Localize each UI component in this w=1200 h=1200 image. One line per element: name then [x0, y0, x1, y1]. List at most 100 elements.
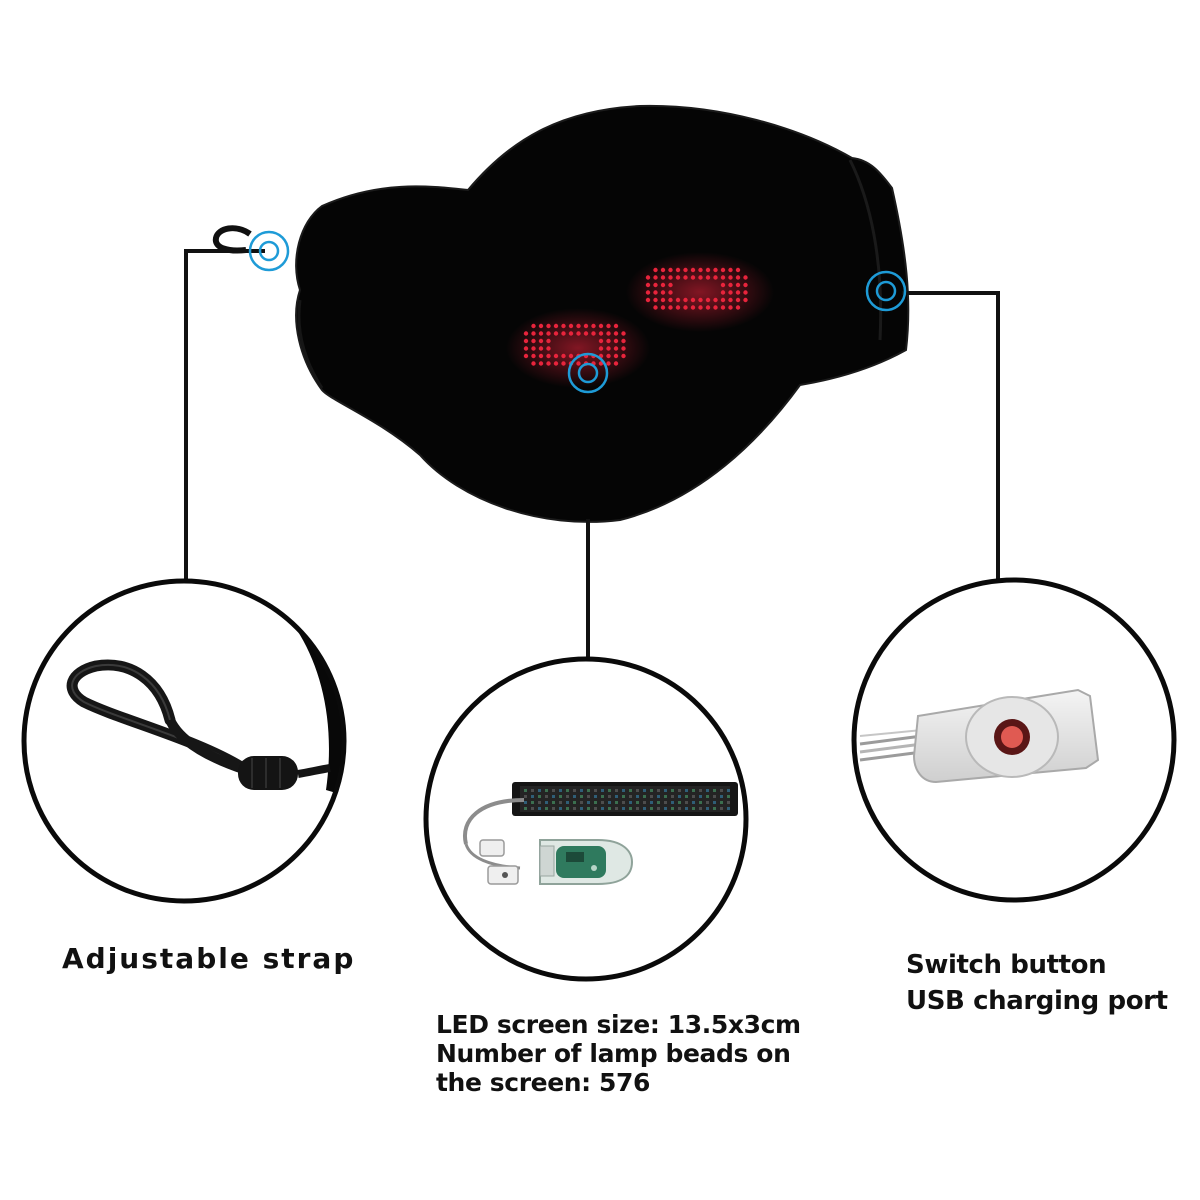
led-dot: [690, 297, 696, 303]
led-dot: [720, 267, 726, 273]
strip-led: [580, 789, 583, 792]
strip-led: [545, 789, 548, 792]
led-dot: [591, 323, 596, 329]
mask-seam: [297, 299, 324, 389]
led-dot: [668, 290, 673, 295]
led-dot: [668, 297, 673, 303]
strip-led: [559, 807, 562, 810]
strip-led: [664, 801, 667, 804]
strip-led: [706, 807, 709, 810]
strip-led: [552, 807, 555, 810]
strip-led: [622, 789, 625, 792]
target-marker-icon: [567, 352, 609, 394]
leader-line-strap: [184, 249, 265, 582]
led-dot: [735, 290, 741, 295]
strip-led: [678, 801, 681, 804]
strip-led: [699, 795, 702, 798]
strip-led: [580, 801, 583, 804]
led-dot: [675, 305, 681, 310]
strip-led: [545, 795, 548, 798]
led-dot: [576, 331, 581, 336]
led-dot: [653, 267, 658, 273]
led-dot: [735, 267, 741, 273]
strip-led: [566, 789, 569, 792]
strip-led: [559, 789, 562, 792]
strip-led: [587, 795, 590, 798]
led-dot: [561, 353, 566, 359]
strip-led: [643, 795, 646, 798]
led-dot: [735, 275, 741, 280]
led-dot: [613, 361, 619, 366]
strip-led: [566, 801, 569, 804]
strip-led: [622, 795, 625, 798]
led-dot: [675, 297, 681, 303]
led-dot: [720, 297, 726, 303]
strip-led: [720, 801, 723, 804]
detail-circle-led-module: [423, 656, 749, 982]
led-dot: [568, 353, 574, 359]
strip-led: [657, 807, 660, 810]
strip-led: [699, 789, 702, 792]
strip-led: [727, 801, 730, 804]
led-dot: [561, 361, 566, 366]
led-dot: [568, 323, 574, 329]
led-dot: [728, 275, 733, 280]
led-dot: [546, 346, 551, 351]
strip-led: [608, 789, 611, 792]
led-dot: [645, 282, 651, 288]
strip-led: [685, 789, 688, 792]
strip-led: [629, 789, 632, 792]
led-dot: [743, 282, 748, 288]
strip-led: [615, 807, 618, 810]
led-dot: [645, 275, 651, 280]
led-dot: [668, 275, 673, 280]
led-dot: [735, 297, 741, 303]
strip-led: [650, 789, 653, 792]
strip-led: [615, 795, 618, 798]
led-dot: [705, 305, 711, 310]
strip-led: [594, 807, 597, 810]
led-dot: [660, 305, 666, 310]
callout-label-strap: Adjustable strap: [62, 942, 356, 975]
strip-led: [524, 795, 527, 798]
led-dot: [531, 331, 536, 336]
strip-led: [587, 789, 590, 792]
led-glow: [506, 308, 650, 388]
strip-led: [608, 807, 611, 810]
strip-led: [573, 807, 576, 810]
strip-led: [594, 795, 597, 798]
strip-led: [692, 789, 695, 792]
led-beads-text-cont: the screen: 576: [436, 1068, 651, 1097]
leader-line-switch: [902, 291, 1000, 580]
strip-led: [692, 807, 695, 810]
led-dot: [606, 323, 611, 329]
detail-circle-strap: [21, 578, 347, 904]
strip-led: [594, 801, 597, 804]
strip-led: [636, 795, 639, 798]
strip-led: [671, 807, 674, 810]
strip-led: [545, 801, 548, 804]
led-dot: [621, 338, 626, 344]
strip-led: [657, 795, 660, 798]
strip-led: [671, 795, 674, 798]
led-dot: [720, 305, 726, 310]
led-dot: [690, 267, 696, 273]
strip-led: [643, 801, 646, 804]
strip-led: [580, 795, 583, 798]
strip-led: [664, 795, 667, 798]
strip-led: [531, 789, 534, 792]
led-dot: [668, 305, 673, 310]
led-dot: [653, 297, 658, 303]
led-dot: [546, 331, 551, 336]
led-dot: [743, 275, 748, 280]
strip-led: [713, 801, 716, 804]
led-dot: [583, 331, 589, 336]
strip-led: [601, 795, 604, 798]
strip-led: [713, 807, 716, 810]
led-dot: [613, 353, 619, 359]
strip-led: [629, 807, 632, 810]
strip-led: [727, 789, 730, 792]
led-dot: [606, 331, 611, 336]
strip-led: [706, 801, 709, 804]
strip-led: [636, 807, 639, 810]
